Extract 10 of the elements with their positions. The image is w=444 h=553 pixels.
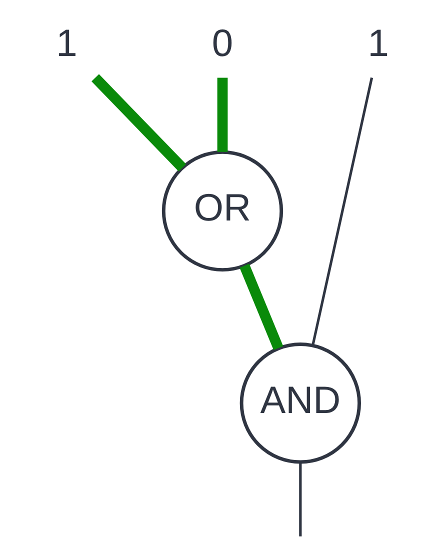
connector <box>216 78 228 152</box>
node-circle: AND <box>239 342 361 464</box>
connector <box>298 462 302 536</box>
connector <box>239 264 283 350</box>
node-text: 1 <box>367 23 388 66</box>
node-text: 0 <box>211 23 233 66</box>
connector <box>91 74 186 172</box>
node-text: 1 <box>56 23 77 66</box>
node-circle: OR <box>161 150 283 272</box>
connector <box>311 77 373 346</box>
